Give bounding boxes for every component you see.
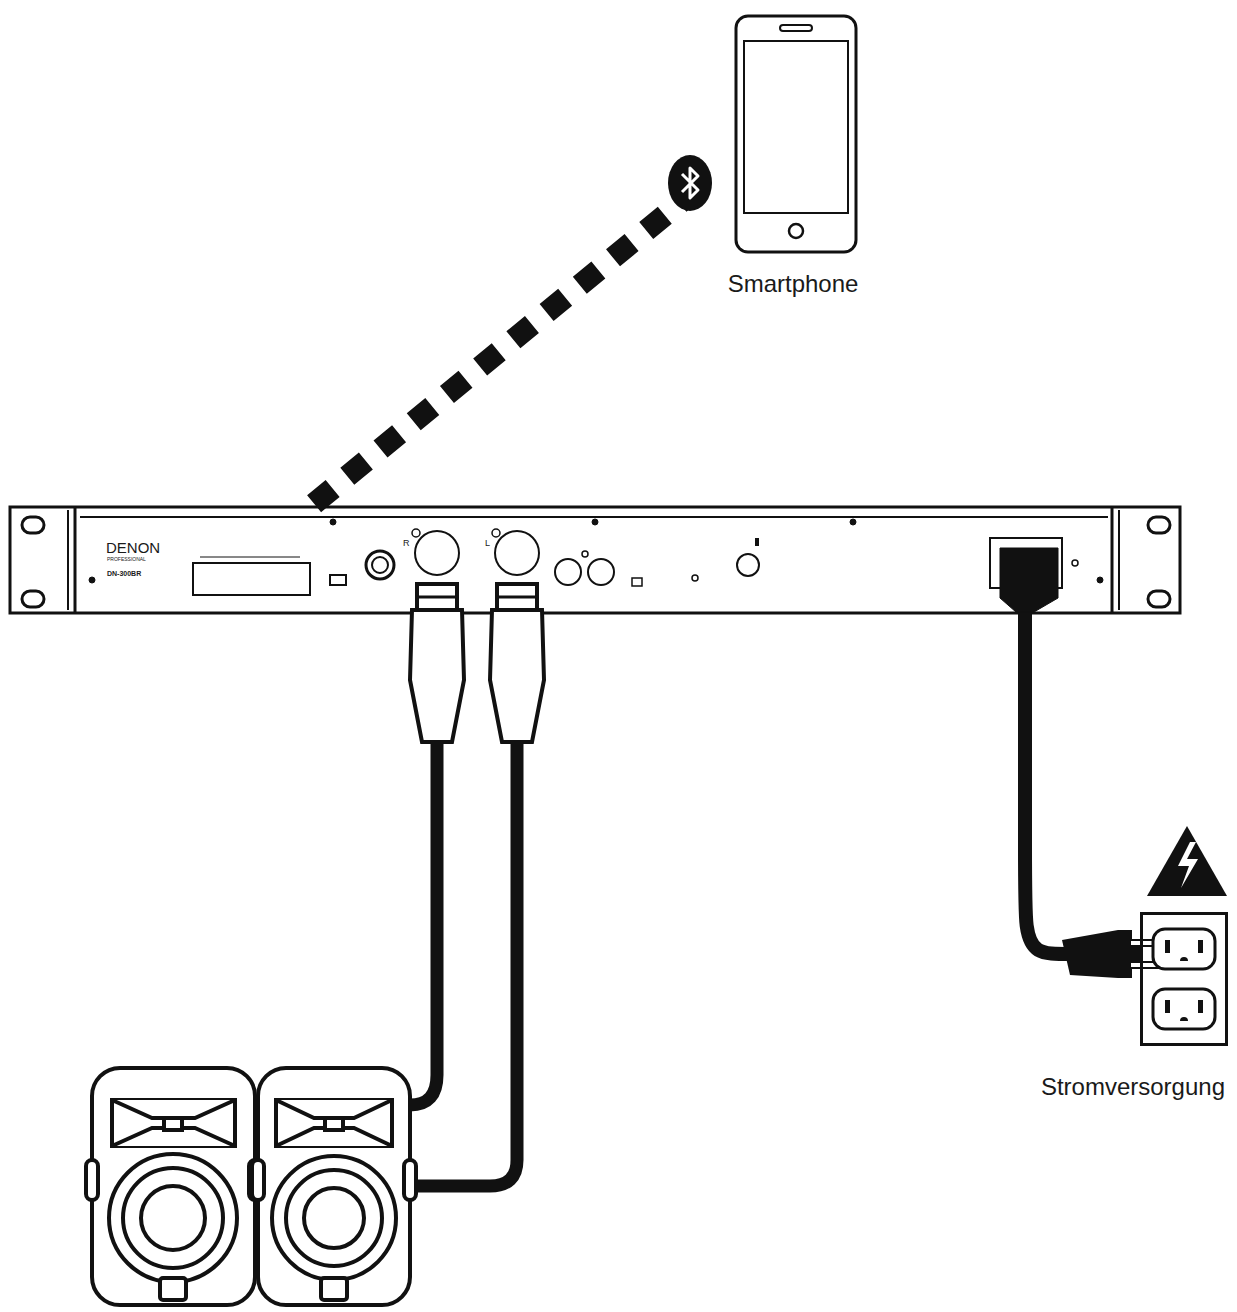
- device-label: Stromversorgung: [1041, 1073, 1225, 1101]
- channel-label: L: [485, 539, 490, 548]
- loudspeakers: [86, 1068, 416, 1305]
- device-label: Smartphone: [698, 270, 888, 298]
- xlr-connectors: [410, 584, 544, 742]
- receiver-unit: DENONPROFESSIONAL DN-300BR: [10, 507, 1180, 613]
- brand-name: DENON: [106, 539, 160, 556]
- smartphone-node: Smartphone: [698, 12, 888, 304]
- channel-label: R: [403, 539, 410, 548]
- power-outlet: Stromversorgung: [1140, 912, 1228, 1046]
- speaker-cables: [408, 742, 517, 1186]
- brand-subtitle: PROFESSIONAL: [107, 557, 146, 563]
- power-cable: [1025, 613, 1140, 954]
- bluetooth-link: [310, 188, 698, 507]
- warning-symbol: [1147, 826, 1227, 896]
- model-name: DN-300BR: [107, 570, 141, 578]
- smartphone-icon: [734, 14, 860, 256]
- bluetooth-icon: [668, 155, 712, 211]
- outlet-faceplate: [1143, 915, 1225, 1043]
- rack-unit-drawing: [10, 507, 1180, 613]
